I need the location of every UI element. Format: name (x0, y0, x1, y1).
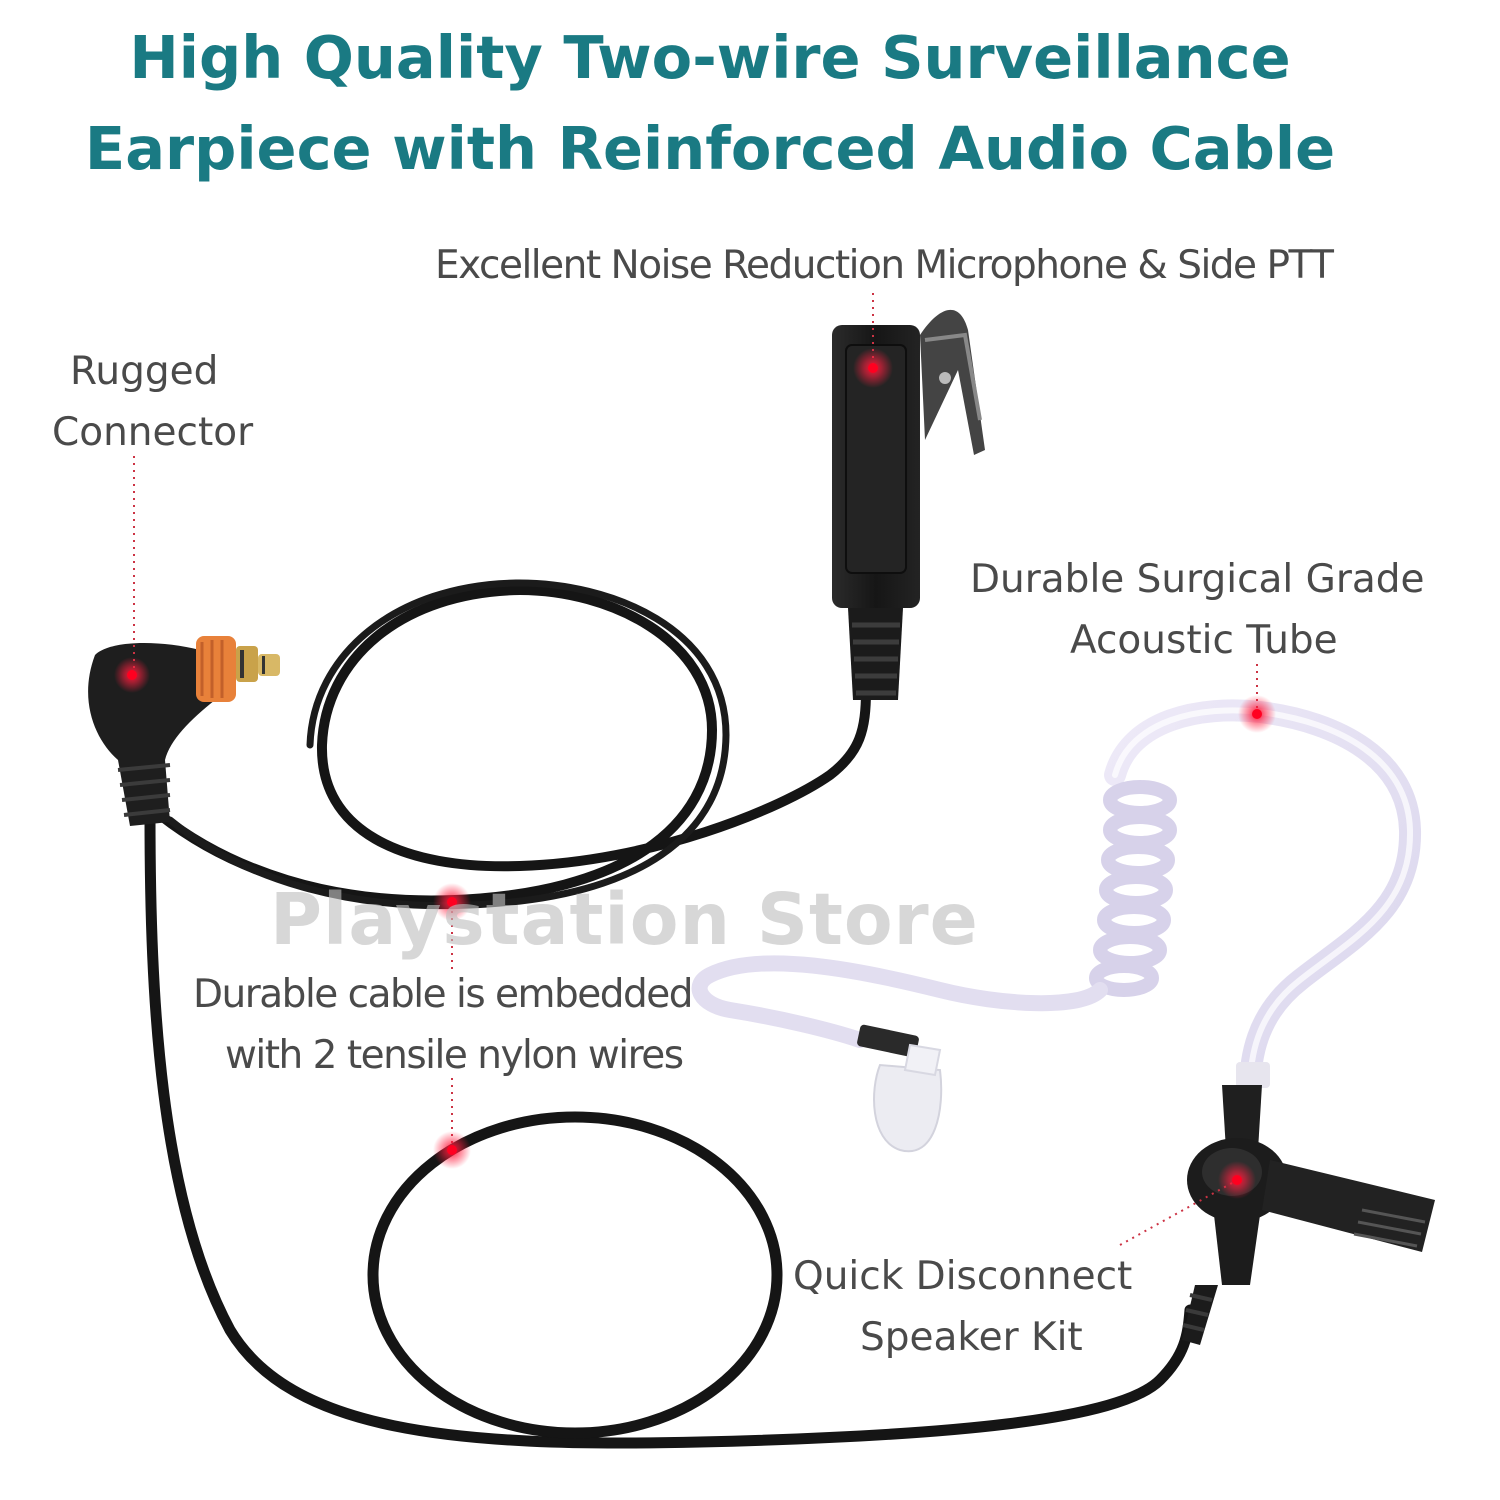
speaker-kit-shape (1182, 1062, 1435, 1345)
callout-tube-line-1: Durable Surgical Grade (970, 557, 1425, 602)
callout-speaker-line-1: Quick Disconnect (793, 1254, 1133, 1299)
store-watermark: Playstation Store (270, 878, 979, 961)
callout-cable-line-1: Durable cable is embedded (193, 972, 694, 1017)
callout-tube-line-2: Acoustic Tube (1070, 618, 1338, 663)
callout-microphone: Excellent Noise Reduction Microphone & S… (435, 243, 1334, 288)
callout-connector-line-2: Connector (52, 410, 254, 455)
speaker-cable (144, 809, 1196, 1449)
callout-cable-line-2: with 2 tensile nylon wires (225, 1033, 684, 1078)
mic-cable-upper (155, 584, 871, 906)
leader-lines (133, 293, 1258, 1246)
callout-connector-line-1: Rugged (70, 349, 219, 394)
page-title-line-1: High Quality Two-wire Surveillance (129, 23, 1291, 92)
highlight-markers (114, 348, 1276, 1199)
callout-speaker-line-2: Speaker Kit (860, 1315, 1083, 1360)
rugged-connector-shape (88, 636, 280, 826)
cable-coil-lower (367, 1111, 783, 1439)
page-title-line-2: Earpiece with Reinforced Audio Cable (84, 114, 1336, 183)
acoustic-tube-shape (691, 699, 1422, 1153)
ptt-microphone-shape (832, 309, 985, 700)
